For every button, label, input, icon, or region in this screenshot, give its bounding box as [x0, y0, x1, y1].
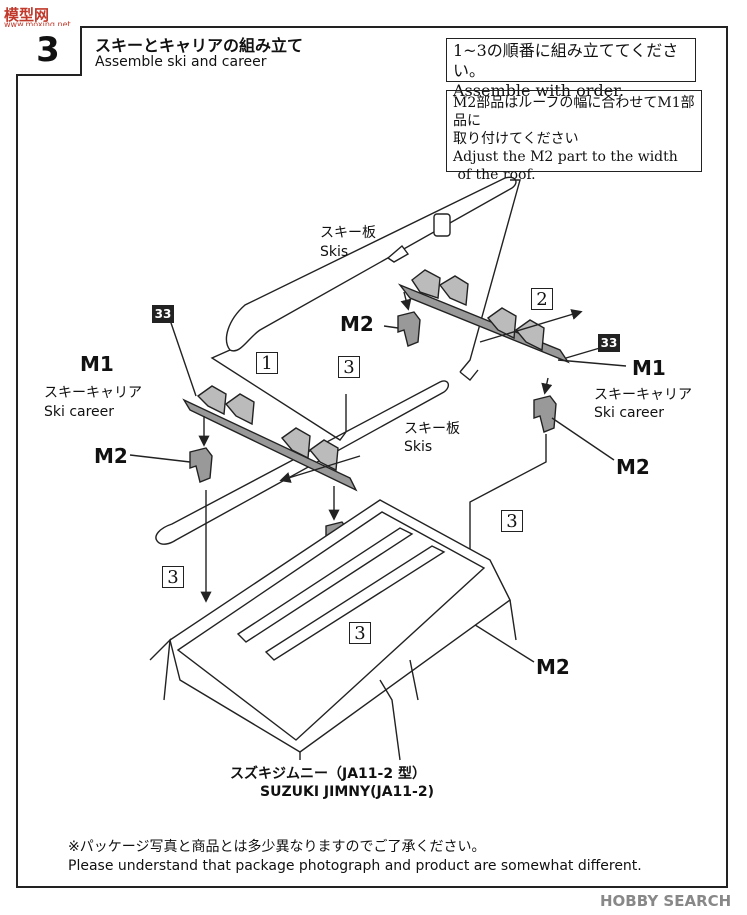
step-marker-3-b: 3 — [162, 566, 184, 588]
watermark-url: www.moxing.net — [4, 20, 71, 29]
skis-mid-label-en: Skis — [404, 439, 433, 455]
adjust-note-ja-2: 取り付けてください — [453, 131, 579, 147]
part-number-badge-b: 33 — [598, 334, 620, 352]
skis-mid-label-ja: スキー板 — [404, 421, 460, 437]
carrier-right — [397, 269, 570, 364]
m2-part-a — [397, 311, 421, 347]
skis-top-label-ja: スキー板 — [320, 225, 376, 241]
carrier-right-label-en: Ski career — [594, 405, 665, 421]
footer-note-ja: ※パッケージ写真と商品とは多少異なりますのでご了承ください。 — [68, 839, 486, 855]
carrier-right-label-ja: スキーキャリア — [594, 387, 692, 403]
step-title-en: Assemble ski and career — [95, 54, 267, 70]
step-marker-3-a: 3 — [338, 356, 360, 378]
watermark-hobbysearch: HOBBY SEARCH — [600, 892, 732, 910]
order-note-ja: 1~3の順番に組み立ててください。 — [453, 41, 679, 80]
m1-left-label: M1 — [80, 352, 114, 376]
watermark-logo: 模型网 — [4, 6, 50, 24]
skis-top-label-en: Skis — [320, 244, 349, 260]
instruction-frame — [16, 26, 728, 888]
step-title-ja: スキーとキャリアの組み立て — [95, 36, 304, 55]
m2-label-b: M2 — [94, 444, 128, 468]
footer-note-en: Please understand that package photograp… — [68, 858, 642, 874]
car-name-en: SUZUKI JIMNY(JA11-2) — [260, 784, 434, 800]
order-note: 1~3の順番に組み立ててください。 Assemble with order. — [446, 38, 696, 100]
adjust-note-en-1: Adjust the M2 part to the width — [453, 149, 678, 165]
car-name-ja: スズキジムニー（JA11-2 型） — [230, 766, 426, 782]
carrier-left-label-ja: スキーキャリア — [44, 385, 142, 401]
car-roof — [149, 499, 517, 761]
carrier-left — [182, 385, 358, 492]
step-marker-1: 1 — [256, 352, 278, 374]
step-marker-2: 2 — [531, 288, 553, 310]
ski-binding-top — [433, 213, 451, 237]
step-marker-3-d: 3 — [501, 510, 523, 532]
step-number: 3 — [16, 26, 82, 76]
m2-part-b — [533, 395, 557, 433]
m2-label-a: M2 — [340, 312, 374, 336]
carrier-left-label-en: Ski career — [44, 404, 115, 420]
m2-label-c: M2 — [616, 455, 650, 479]
part-number-badge-a: 33 — [152, 305, 174, 323]
m1-right-label: M1 — [632, 356, 666, 380]
adjust-note-ja-1: M2部品はルーフの幅に合わせてM1部品に — [453, 95, 695, 129]
adjust-note: M2部品はルーフの幅に合わせてM1部品に 取り付けてください Adjust th… — [446, 90, 702, 183]
step-marker-3-c: 3 — [349, 622, 371, 644]
m2-part-c — [189, 447, 213, 483]
m2-label-d: M2 — [536, 655, 570, 679]
